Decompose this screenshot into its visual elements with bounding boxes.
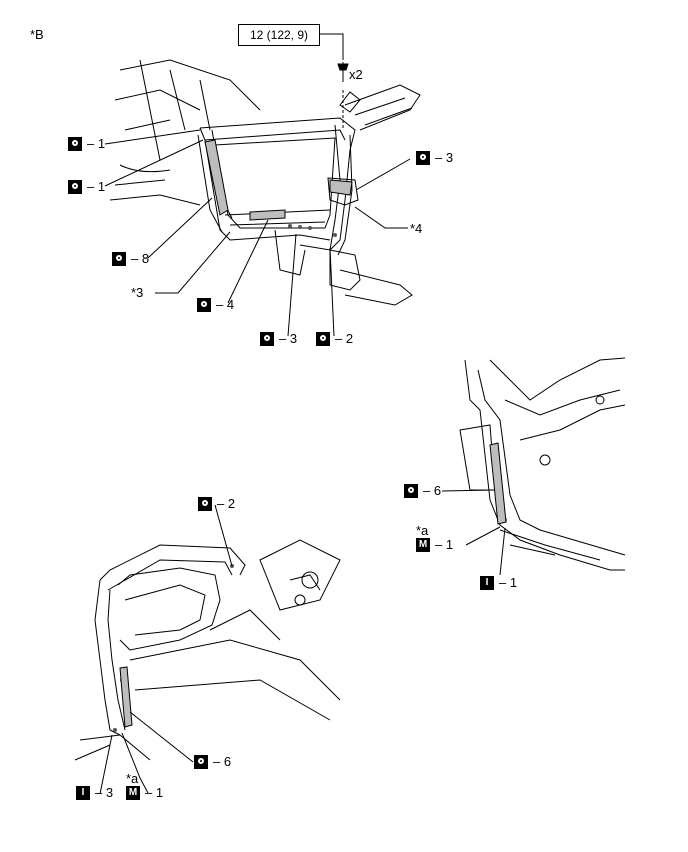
dash: – [87, 179, 95, 194]
dash: – [335, 331, 343, 346]
callout-i1-right: I – 1 [480, 576, 517, 590]
bolt-quantity: x2 [349, 67, 363, 82]
dash: – [95, 785, 103, 800]
weld-symbol-icon [198, 497, 212, 511]
top-leader-lines [104, 33, 411, 337]
callout-o2-left: – 2 [198, 497, 235, 511]
figure-label: *B [30, 27, 44, 42]
callout-o8: – 8 [112, 252, 149, 266]
dash: – [435, 150, 443, 165]
weld-symbol-icon [68, 180, 82, 194]
callout-number: 1 [155, 785, 164, 800]
dash: – [131, 251, 139, 266]
callout-number: 1 [509, 575, 518, 590]
i-symbol-icon: I [76, 786, 90, 800]
dash: – [87, 136, 95, 151]
dash: – [213, 754, 221, 769]
callout-number: 3 [445, 150, 454, 165]
right-leader-lines [441, 489, 506, 576]
dash: – [279, 331, 287, 346]
callout-number: 3 [289, 331, 298, 346]
dash: – [499, 575, 507, 590]
callout-o3-right: – 3 [416, 151, 453, 165]
dash: – [145, 785, 153, 800]
m-symbol-icon: M [416, 538, 430, 552]
left-assembly-drawing [74, 539, 341, 761]
callout-number: 1 [97, 179, 106, 194]
dash: – [435, 537, 443, 552]
weld-symbol-icon [197, 298, 211, 312]
callout-number: 6 [223, 754, 232, 769]
callout-number: 2 [345, 331, 354, 346]
weld-symbol-icon [260, 332, 274, 346]
callout-number: 8 [141, 251, 150, 266]
left-leader-lines [99, 504, 233, 795]
reference-4: *4 [410, 221, 423, 236]
i-symbol-icon: I [480, 576, 494, 590]
weld-symbol-icon [194, 755, 208, 769]
callout-o1-upper: – 1 [68, 137, 105, 151]
callout-o6-left: – 6 [194, 755, 231, 769]
weld-symbol-icon [112, 252, 126, 266]
weld-symbol-icon [404, 484, 418, 498]
reference-3: *3 [131, 285, 144, 300]
callout-number: 1 [97, 136, 106, 151]
callout-o4: – 4 [197, 298, 234, 312]
reference-a-right: *a [416, 523, 429, 538]
callout-number: 1 [445, 537, 454, 552]
callout-number: 6 [433, 483, 442, 498]
weld-symbol-icon [68, 137, 82, 151]
callout-o1-lower: – 1 [68, 180, 105, 194]
callout-number: 3 [105, 785, 114, 800]
callout-m1-left: M – 1 [126, 786, 163, 800]
callout-m1-right: M – 1 [416, 538, 453, 552]
callout-i3-left: I – 3 [76, 786, 113, 800]
callout-number: 4 [226, 297, 235, 312]
m-symbol-icon: M [126, 786, 140, 800]
reference-a-left: *a [126, 771, 139, 786]
dash: – [216, 297, 224, 312]
weld-symbol-icon [316, 332, 330, 346]
callout-number: 2 [227, 496, 236, 511]
dash: – [217, 496, 225, 511]
callout-o3-bottom: – 3 [260, 332, 297, 346]
callout-o6-right: – 6 [404, 484, 441, 498]
right-pillar-drawing [459, 357, 626, 571]
dash: – [423, 483, 431, 498]
torque-spec-box: 12 (122, 9) [238, 24, 320, 46]
callout-o2-bottom: – 2 [316, 332, 353, 346]
weld-symbol-icon [416, 151, 430, 165]
top-assembly-drawing [109, 59, 421, 306]
